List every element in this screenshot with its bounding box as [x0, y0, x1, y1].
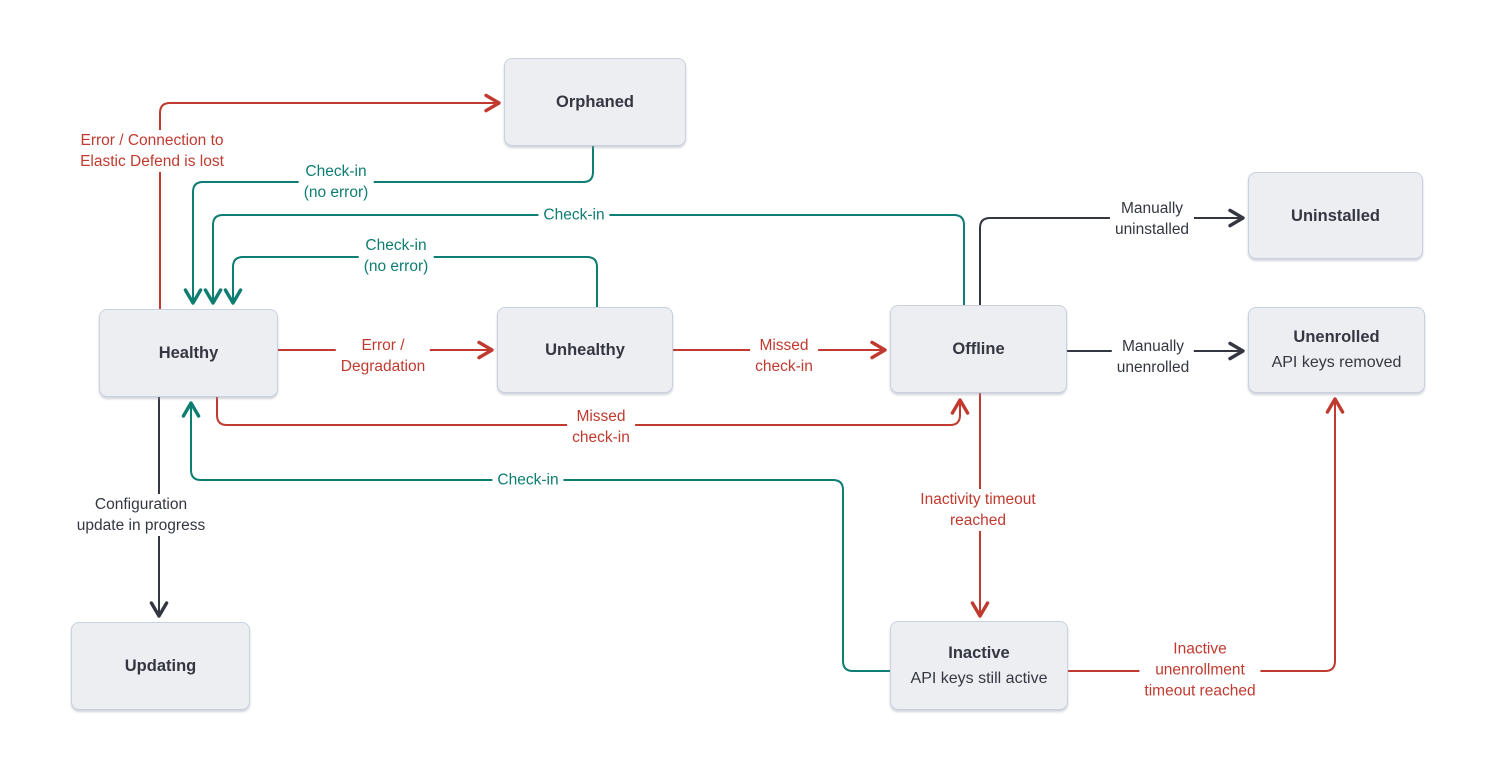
node-unenrolled: Unenrolled API keys removed — [1248, 307, 1425, 393]
edge-offline-to-healthy-line — [203, 214, 965, 305]
node-healthy: Healthy — [99, 309, 278, 397]
node-inactive: Inactive API keys still active — [890, 621, 1068, 710]
edge-healthy-to-orphaned-line — [159, 93, 501, 309]
edge-label-healthy-to-offline: Missed check-in — [567, 406, 635, 448]
node-healthy-label: Healthy — [158, 344, 219, 362]
edge-label-offline-to-uninstalled: Manually uninstalled — [1109, 198, 1195, 240]
edge-label-healthy-to-unhealthy: Error / Degradation — [335, 335, 431, 377]
node-unenrolled-label: Unenrolled — [1293, 328, 1380, 346]
node-orphaned-label: Orphaned — [556, 93, 634, 111]
edge-label-offline-to-unenrolled: Manually unenrolled — [1111, 336, 1195, 378]
edge-offline-to-uninstalled-line — [979, 208, 1245, 305]
edge-label-offline-to-healthy: Check-in — [538, 204, 610, 226]
node-uninstalled-label: Uninstalled — [1291, 206, 1380, 225]
node-inactive-sublabel: API keys still active — [910, 669, 1048, 687]
edge-inactive-to-healthy-line — [181, 401, 890, 672]
edge-label-unhealthy-to-offline: Missed check-in — [750, 335, 818, 377]
edge-label-unhealthy-to-healthy: Check-in (no error) — [358, 235, 434, 277]
node-unhealthy-label: Unhealthy — [545, 341, 625, 359]
node-updating-label: Updating — [124, 657, 197, 675]
edge-label-healthy-to-orphaned: Error / Connection to Elastic Defend is … — [75, 130, 229, 172]
node-unhealthy: Unhealthy — [497, 307, 673, 393]
edge-label-inactive-to-unenrolled: Inactive unenrollment timeout reached — [1139, 638, 1261, 702]
edge-orphaned-to-healthy-line — [183, 146, 594, 305]
node-inactive-label: Inactive — [948, 643, 1010, 662]
edge-label-inactive-to-healthy: Check-in — [492, 469, 564, 491]
node-offline: Offline — [890, 305, 1067, 393]
node-uninstalled: Uninstalled — [1248, 172, 1423, 259]
node-offline-label: Offline — [952, 340, 1005, 358]
edge-label-offline-to-inactive: Inactivity timeout reached — [915, 489, 1041, 531]
node-updating: Updating — [71, 622, 250, 710]
node-unenrolled-sublabel: API keys removed — [1271, 354, 1402, 371]
edge-label-orphaned-to-healthy: Check-in (no error) — [298, 161, 374, 203]
edge-inactive-to-unenrolled-line — [1068, 397, 1345, 672]
node-orphaned: Orphaned — [504, 58, 686, 146]
edge-label-healthy-to-updating: Configuration update in progress — [71, 494, 211, 536]
